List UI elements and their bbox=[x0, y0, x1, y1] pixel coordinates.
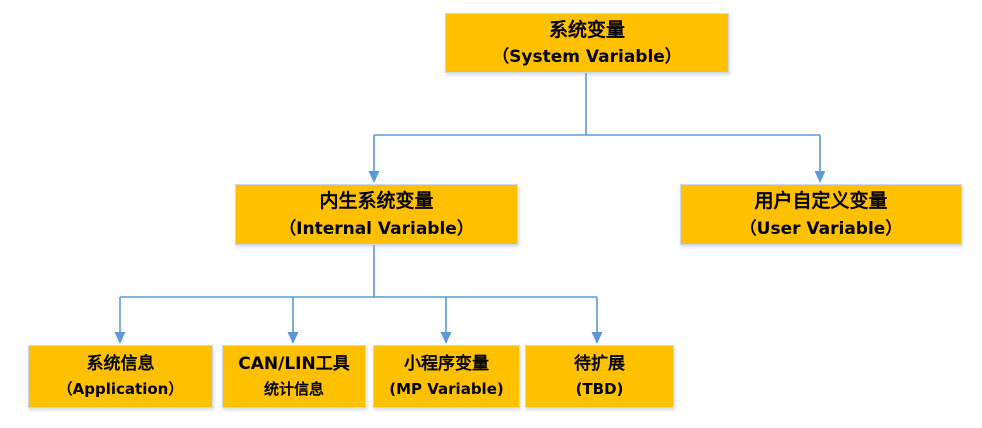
arrowhead-user bbox=[814, 171, 826, 183]
node-internal-variable: 内生系统变量 （Internal Variable） bbox=[235, 184, 518, 245]
node-user-variable: 用户自定义变量 （User Variable） bbox=[680, 184, 962, 245]
node-internal-variable-title: 内生系统变量 bbox=[319, 190, 434, 213]
arrowhead-internal bbox=[368, 171, 380, 183]
node-tbd-title: 待扩展 bbox=[574, 354, 625, 375]
node-user-variable-title: 用户自定义变量 bbox=[754, 190, 888, 213]
arrowhead-tbd bbox=[591, 332, 603, 344]
arrowhead-system-info bbox=[114, 332, 126, 344]
node-system-info-subtitle: （Application） bbox=[57, 380, 184, 399]
node-mp-variable: 小程序变量 (MP Variable) bbox=[373, 345, 520, 408]
node-user-variable-subtitle: （User Variable） bbox=[739, 218, 903, 239]
node-mp-variable-title: 小程序变量 bbox=[404, 354, 489, 375]
node-system-info: 系统信息 （Application） bbox=[28, 345, 213, 408]
node-system-variable-title: 系统变量 bbox=[548, 18, 625, 41]
arrowhead-can-lin bbox=[287, 332, 299, 344]
node-system-variable-subtitle: （System Variable） bbox=[492, 47, 682, 68]
node-system-info-title: 系统信息 bbox=[86, 354, 155, 375]
node-tbd-subtitle: (TBD) bbox=[575, 380, 624, 399]
arrowhead-mp bbox=[440, 332, 452, 344]
node-system-variable: 系统变量 （System Variable） bbox=[445, 13, 729, 73]
node-can-lin-stats-title: CAN/LIN工具 bbox=[238, 354, 350, 375]
node-can-lin-stats-subtitle: 统计信息 bbox=[263, 380, 324, 399]
node-internal-variable-subtitle: （Internal Variable） bbox=[279, 218, 474, 239]
node-tbd: 待扩展 (TBD) bbox=[525, 345, 674, 408]
node-can-lin-stats: CAN/LIN工具 统计信息 bbox=[222, 345, 366, 408]
node-mp-variable-subtitle: (MP Variable) bbox=[389, 380, 504, 399]
